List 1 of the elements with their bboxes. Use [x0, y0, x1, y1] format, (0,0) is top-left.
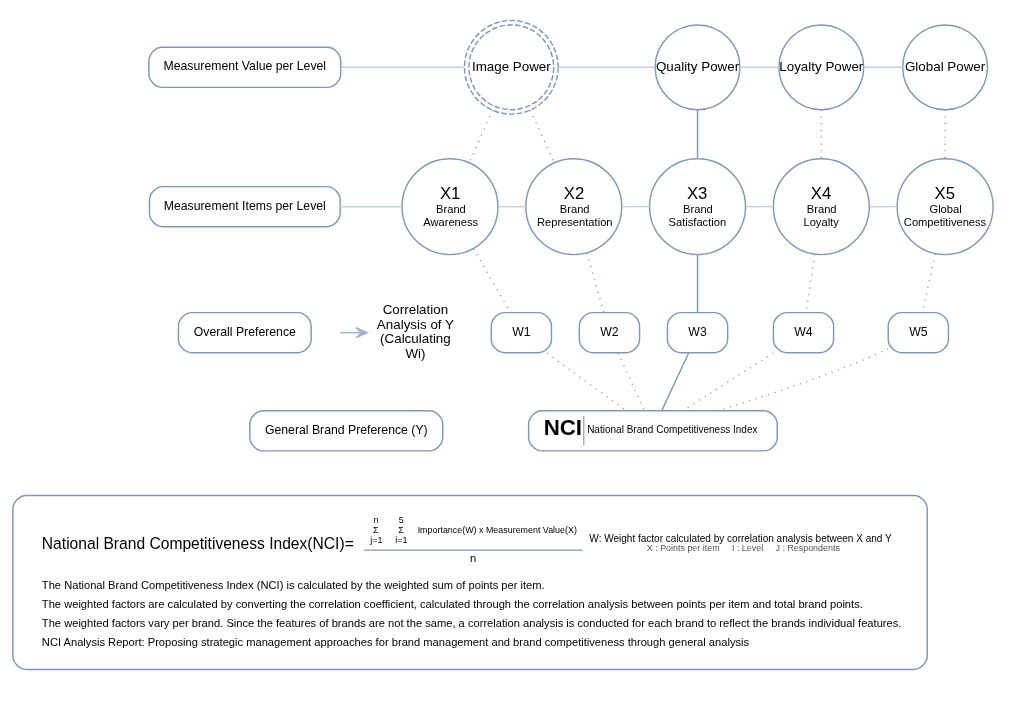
- node-text: Correlation Analysis of Y (Calculating Wi): [376, 302, 454, 361]
